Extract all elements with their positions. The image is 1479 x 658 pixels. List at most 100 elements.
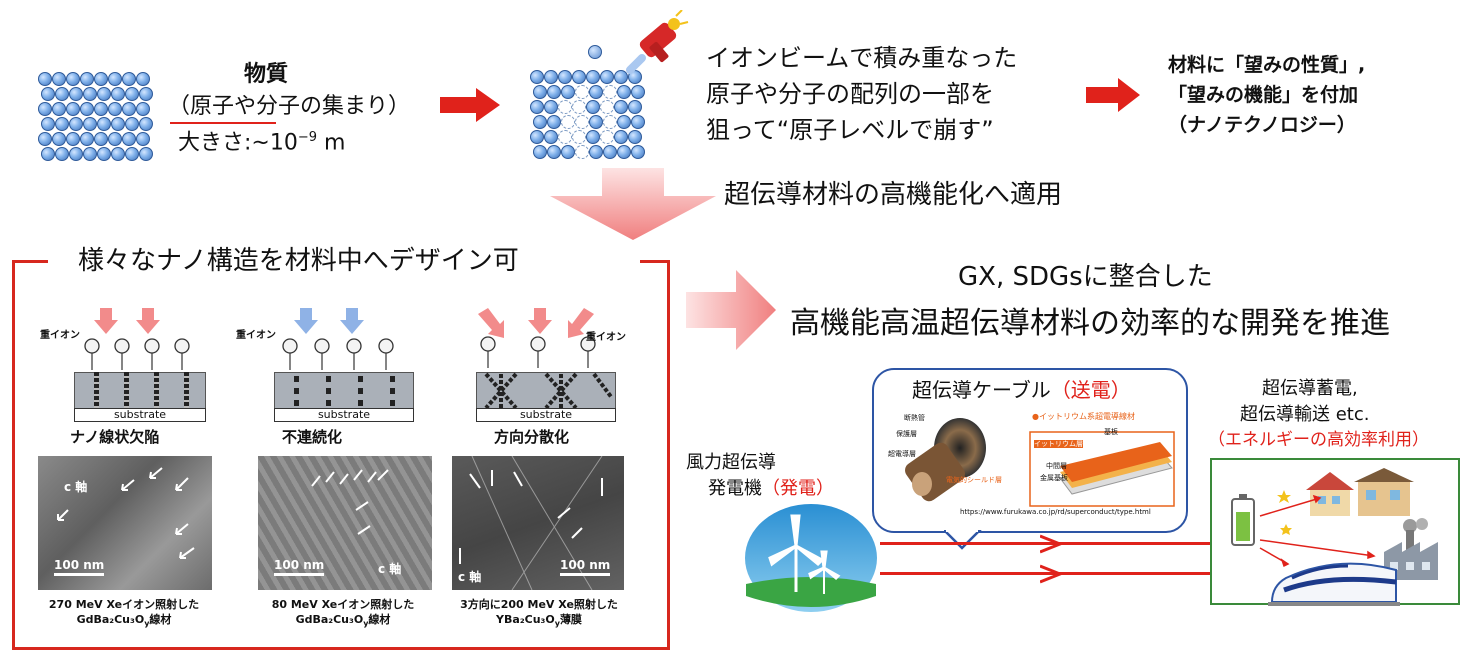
- ion-balls-1: [84, 338, 190, 370]
- atom: [617, 145, 631, 159]
- caption-1: 270 MeV Xeイオン照射した GdBa₂Cu₃Oy線材: [24, 598, 224, 630]
- maglev-train-icon: [1268, 562, 1400, 606]
- atom: [108, 132, 122, 146]
- atom: [139, 117, 153, 131]
- atom: [97, 117, 111, 131]
- atom: [94, 102, 108, 116]
- cable-part-5: 基板: [1104, 428, 1118, 436]
- caption-1-line-1: 270 MeV Xeイオン照射した: [48, 598, 200, 611]
- atom: [52, 102, 66, 116]
- atom: [600, 100, 614, 114]
- substrate-2: substrate: [274, 408, 414, 422]
- arrows-1: [94, 308, 160, 334]
- atom: [530, 100, 544, 114]
- atom: [80, 72, 94, 86]
- atom: [586, 130, 600, 144]
- cable-part-8: 電気的シールド層: [946, 476, 1002, 484]
- heading-3: 方向分散化: [494, 428, 570, 446]
- wind-tag: （発電）: [762, 478, 834, 499]
- atom: [631, 145, 645, 159]
- atom: [575, 145, 589, 159]
- c-axis-label-3: c 軸: [458, 570, 482, 584]
- atom: [614, 130, 628, 144]
- atom: [558, 130, 572, 144]
- atom: [125, 147, 139, 161]
- atom: [97, 87, 111, 101]
- tem-image-2: c 軸 100 nm: [258, 456, 432, 590]
- arrow-marks-3: [459, 456, 603, 590]
- cable-tag: （送電）: [1050, 378, 1131, 402]
- tem-image-1: c 軸 100 nm: [38, 456, 212, 590]
- arrows-2: [294, 308, 364, 334]
- panel-title: 様々なナノ構造を材料中へデザイン可: [72, 246, 525, 278]
- ion-ball: [144, 338, 160, 370]
- ion-text-3: 狙って“原子レベルで崩す”: [706, 116, 994, 144]
- wind-label-2-text: 発電機: [708, 478, 762, 499]
- factory-icon: [1384, 518, 1438, 580]
- atom: [614, 70, 628, 84]
- atom: [55, 87, 69, 101]
- ion-ball: [346, 338, 362, 370]
- result-text-2: 「望みの機能」を付加: [1168, 84, 1359, 106]
- atom: [558, 100, 572, 114]
- battery-icon: [1231, 494, 1255, 546]
- ion-ball: [480, 336, 496, 368]
- apply-text: 超伝導材料の高機能化へ適用: [724, 180, 1063, 210]
- caption-2: 80 MeV Xeイオン照射した GdBa₂Cu₃Oy線材: [238, 598, 448, 630]
- atom: [631, 85, 645, 99]
- scale-label-2: 100 nm: [274, 558, 325, 572]
- pink-right-arrow: [686, 270, 776, 350]
- atom: [136, 72, 150, 86]
- atom: [122, 132, 136, 146]
- power-line-1: [880, 542, 1210, 545]
- scale-label-1: 100 nm: [54, 558, 105, 572]
- atom: [631, 115, 645, 129]
- atom: [600, 70, 614, 84]
- caption-3-formula: YBa₂Cu₃O: [496, 612, 555, 626]
- atom: [122, 72, 136, 86]
- energy-arrows: [1259, 490, 1376, 568]
- atom: [66, 132, 80, 146]
- size-exponent: −9: [297, 130, 318, 145]
- ion-ball: [378, 338, 394, 370]
- cable-part-7: 金属基板: [1040, 474, 1068, 482]
- atom: [575, 115, 589, 129]
- atom: [66, 72, 80, 86]
- caption-1-sub: y: [144, 619, 150, 629]
- heading-1: ナノ線状欠陥: [70, 428, 160, 446]
- atom: [603, 145, 617, 159]
- atom: [530, 130, 544, 144]
- wind-turbine-icon: [745, 504, 877, 612]
- atom: [94, 72, 108, 86]
- material-subtitle: （原子や分子の集まり）: [168, 94, 411, 119]
- atom: [561, 85, 575, 99]
- c-axis-label-2: c 軸: [378, 562, 402, 576]
- caption-1-type: 線材: [149, 612, 172, 626]
- atom: [111, 117, 125, 131]
- result-text-3: （ナノテクノロジー）: [1168, 114, 1356, 136]
- atom: [139, 147, 153, 161]
- use-label-3: （エネルギーの高効率利用）: [1208, 430, 1429, 450]
- atom: [97, 147, 111, 161]
- heading-2: 不連続化: [282, 428, 343, 446]
- atom: [603, 115, 617, 129]
- wind-label-1: 風力超伝導: [686, 452, 776, 473]
- scale-bar-3: [560, 573, 610, 576]
- atom: [614, 100, 628, 114]
- caption-3-type: 薄膜: [559, 612, 582, 626]
- atom: [41, 147, 55, 161]
- atom: [125, 87, 139, 101]
- substrate-3: substrate: [476, 408, 616, 422]
- cable-title: 超伝導ケーブル（送電）: [912, 378, 1131, 402]
- caption-1-formula: GdBa₂Cu₃O: [76, 612, 145, 626]
- atom: [69, 117, 83, 131]
- wind-label-2: 発電機（発電）: [708, 478, 834, 500]
- atom: [628, 100, 642, 114]
- atom: [83, 147, 97, 161]
- atom: [572, 130, 586, 144]
- scale-bar-2: [274, 573, 324, 576]
- atom: [544, 70, 558, 84]
- ion-label-2: 重イオン: [236, 330, 276, 341]
- atom: [589, 145, 603, 159]
- red-arrow-1: [440, 88, 500, 122]
